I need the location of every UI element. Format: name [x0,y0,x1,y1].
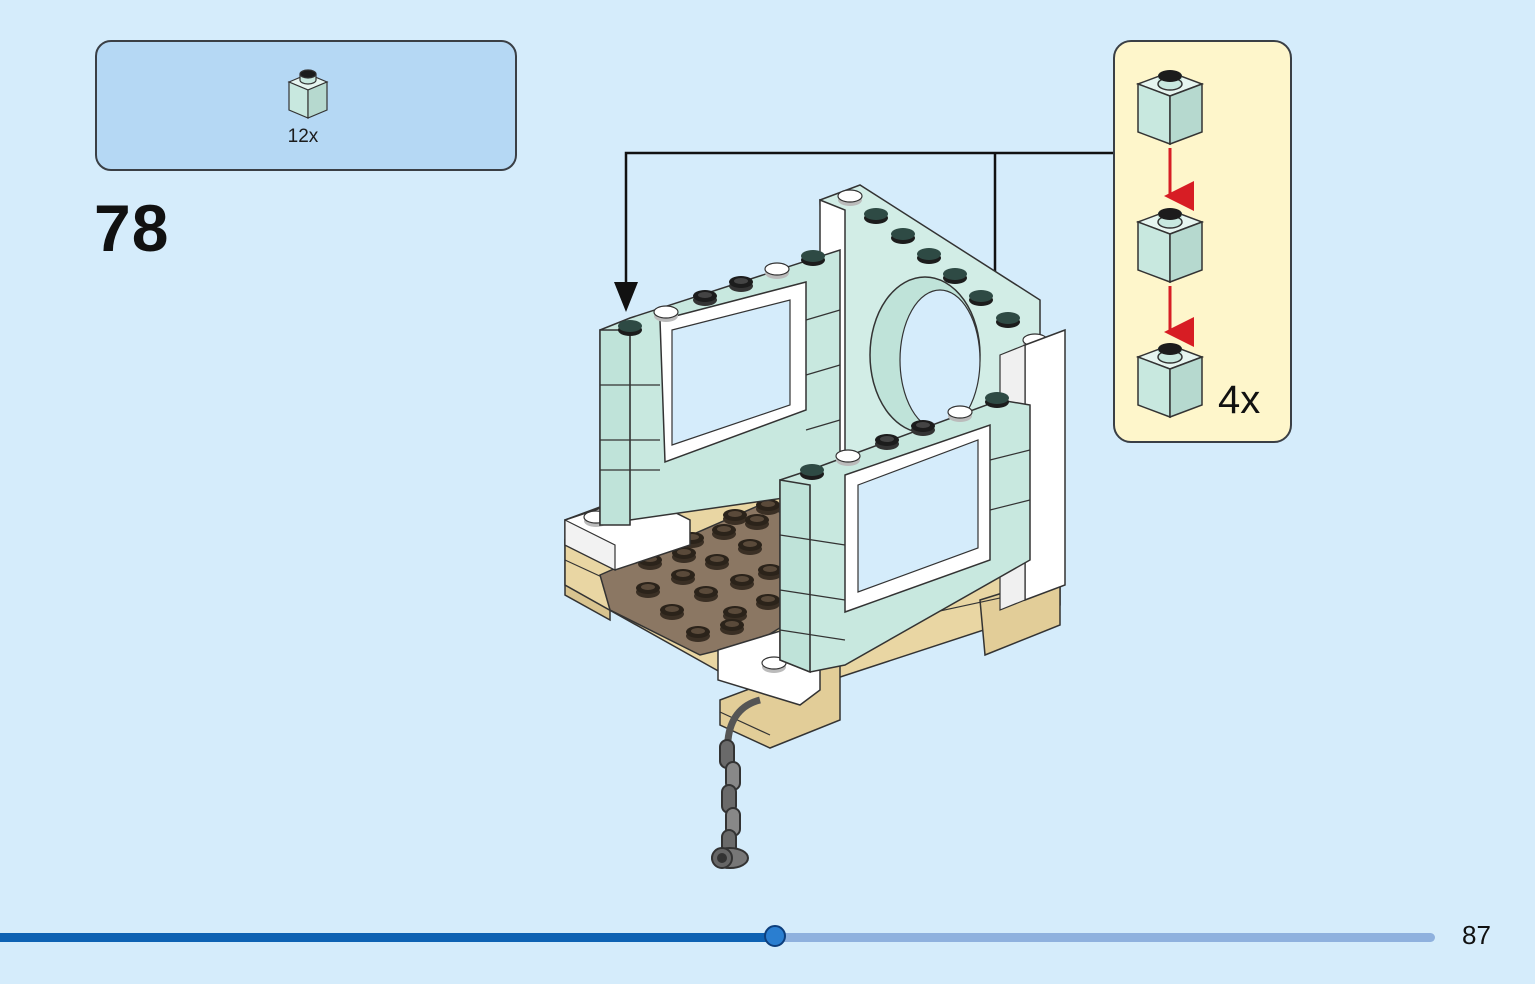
step-number: 78 [94,191,170,265]
part-quantity: 12x [287,126,319,147]
progress-fill [0,933,775,942]
progress-bar [0,933,1435,942]
page-number: 87 [1462,920,1491,950]
callout-brick-top [1137,69,1203,145]
progress-indicator [763,925,786,947]
callout-brick-middle [1137,207,1203,283]
brick-1x1-sand-green-icon [287,69,329,119]
sub-assembly-quantity: 4x [1218,378,1261,422]
parts-list-box: 12x [95,40,517,171]
callout-brick-bottom [1137,342,1203,418]
arrow-down-icon [614,282,638,312]
model-assembly [564,184,1066,869]
chain-icon [711,696,762,869]
